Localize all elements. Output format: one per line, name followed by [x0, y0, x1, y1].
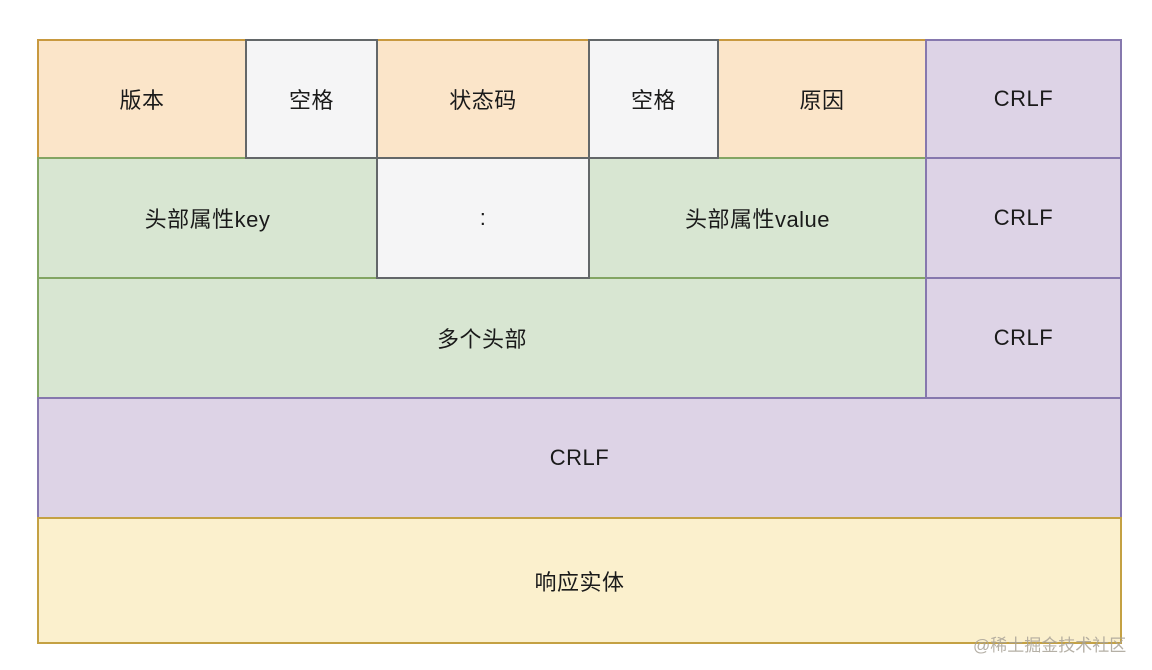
cell-multiple-headers: 多个头部 — [37, 277, 927, 399]
cell-response-body: 响应实体 — [37, 517, 1122, 644]
cell-status-code: 状态码 — [376, 39, 590, 159]
cell-crlf-multiple-headers: CRLF — [925, 277, 1122, 399]
cell-header-key: 头部属性key — [37, 157, 378, 279]
row-status-line: 版本 空格 状态码 空格 原因 CRLF — [37, 39, 1122, 159]
http-response-structure-diagram: 版本 空格 状态码 空格 原因 CRLF 头部属性key : 头部属性value… — [37, 39, 1122, 644]
row-blank-line: CRLF — [37, 397, 1122, 519]
juejin-watermark: @稀土掘金技术社区 — [973, 636, 1127, 655]
cell-colon: : — [376, 157, 590, 279]
cell-crlf-status-line: CRLF — [925, 39, 1122, 159]
cell-version: 版本 — [37, 39, 247, 159]
row-header-line: 头部属性key : 头部属性value CRLF — [37, 157, 1122, 279]
cell-crlf-blank-line: CRLF — [37, 397, 1122, 519]
cell-crlf-header-line: CRLF — [925, 157, 1122, 279]
cell-reason: 原因 — [717, 39, 927, 159]
cell-space-2: 空格 — [588, 39, 719, 159]
row-response-body: 响应实体 — [37, 517, 1122, 644]
cell-space-1: 空格 — [245, 39, 378, 159]
row-multiple-headers: 多个头部 CRLF — [37, 277, 1122, 399]
cell-header-value: 头部属性value — [588, 157, 927, 279]
